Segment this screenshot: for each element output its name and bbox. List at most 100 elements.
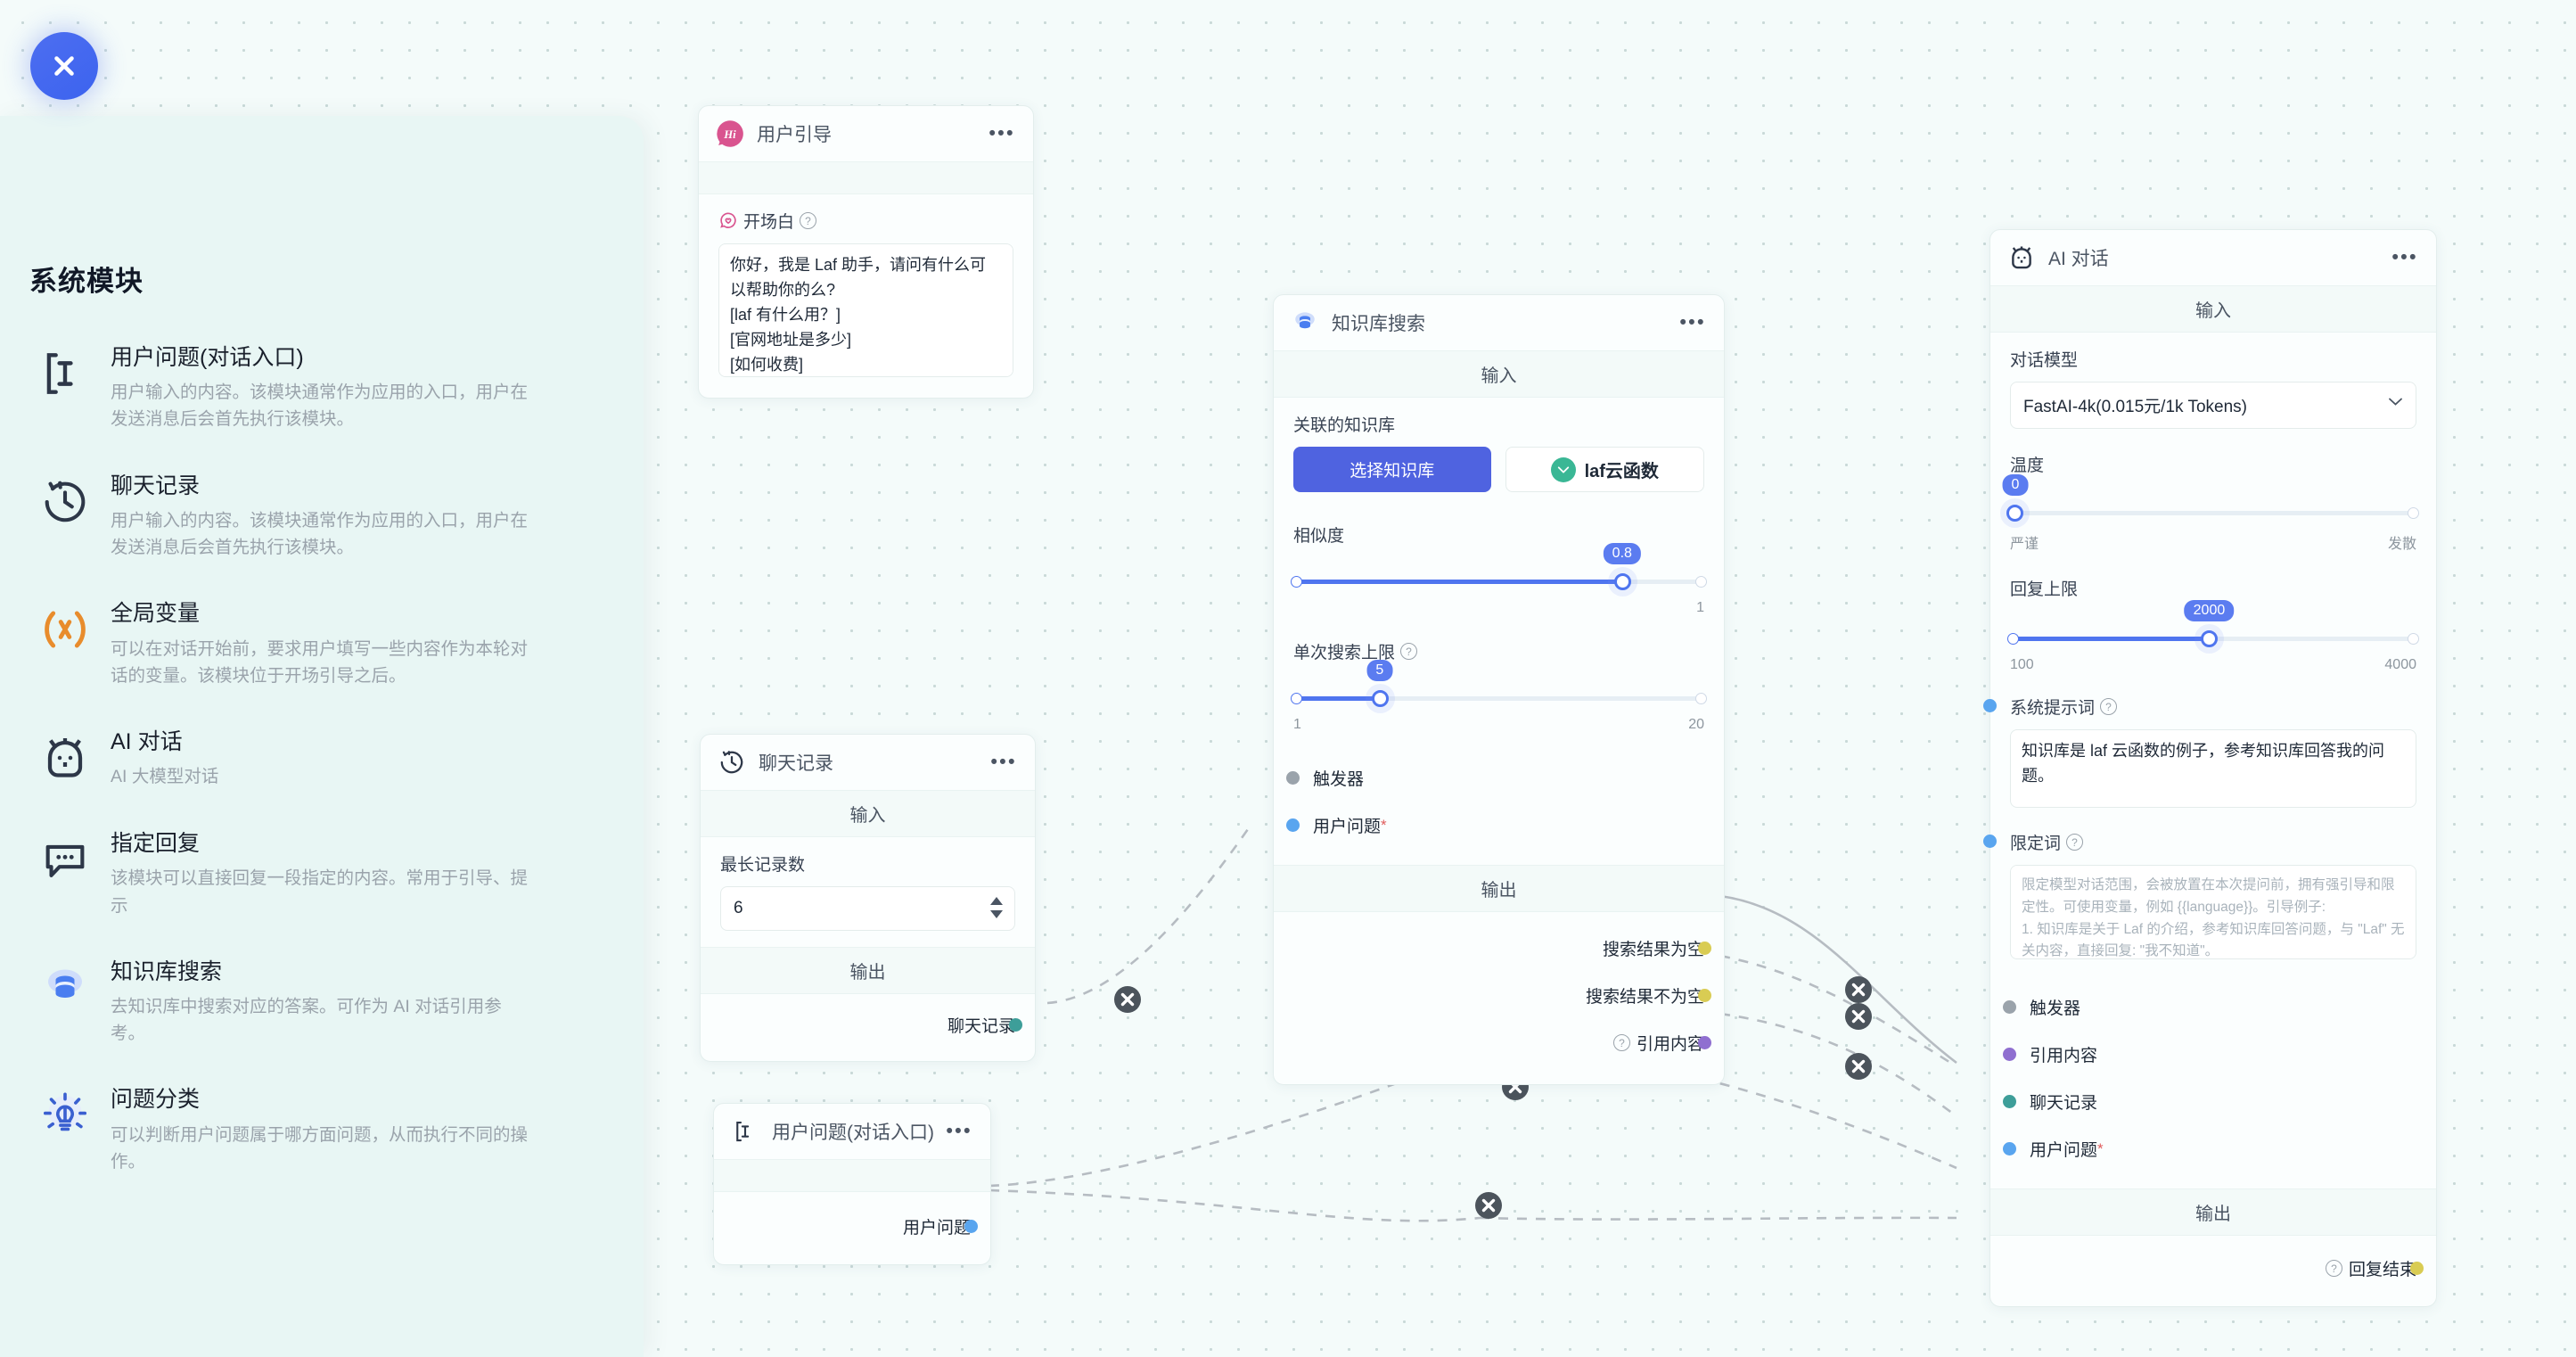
node-header: AI 对话 ••• xyxy=(1990,230,2436,285)
port-dot[interactable] xyxy=(1698,1036,1711,1049)
similarity-field: 相似度 0.8 1 xyxy=(1291,522,1707,616)
port-dot[interactable] xyxy=(1286,818,1300,832)
sidebar-item-chat-history[interactable]: 聊天记录 用户输入的内容。该模块通常作为应用的入口，用户在发送消息后会首先执行该… xyxy=(0,469,644,562)
slider-value-bubble: 0 xyxy=(2002,474,2029,496)
max-records-input[interactable]: 6 xyxy=(720,886,1015,931)
temperature-field: 温度 0 严谨 发散 xyxy=(2002,452,2419,553)
slider-knob[interactable] xyxy=(2201,630,2219,647)
input-port-chat-history[interactable]: 聊天记录 xyxy=(2003,1078,2416,1125)
model-select[interactable]: FastAI-4k(0.015元/1k Tokens) xyxy=(2010,382,2416,429)
port-dot[interactable] xyxy=(2003,1048,2016,1061)
slider-knob[interactable] xyxy=(1371,690,1389,707)
input-port-trigger[interactable]: 触发器 xyxy=(2003,983,2416,1031)
stepper-control[interactable] xyxy=(989,896,1004,919)
topk-slider[interactable]: 5 xyxy=(1291,660,1707,708)
hi-avatar-icon: Hi xyxy=(715,119,745,149)
output-section-label: 输出 xyxy=(701,947,1035,994)
max-tokens-slider[interactable]: 2000 xyxy=(2007,600,2419,648)
help-icon[interactable]: ? xyxy=(2100,698,2118,715)
sidebar-item-global-variable[interactable]: 全局变量 可以在对话开始前，要求用户填写一些内容作为本轮对话的变量。该模块位于开… xyxy=(0,596,644,689)
slider-knob[interactable] xyxy=(2006,505,2023,522)
temperature-slider[interactable]: 0 xyxy=(2002,474,2419,522)
output-port-empty-result[interactable]: 搜索结果为空 xyxy=(1293,925,1711,972)
slider-track xyxy=(2010,511,2416,515)
sidebar-item-kb-search[interactable]: 知识库搜索 去知识库中搜索对应的答案。可作为 AI 对话引用参考。 xyxy=(0,955,644,1048)
input-port-trigger[interactable]: 触发器 xyxy=(1286,754,1704,802)
system-prompt-label: 系统提示词 ? xyxy=(1983,695,2416,719)
node-chat-history[interactable]: 聊天记录 ••• 输入 最长记录数 6 输出 聊天记录 xyxy=(700,734,1036,1062)
chevron-down-icon[interactable] xyxy=(989,909,1004,919)
port-dot[interactable] xyxy=(2003,1000,2016,1014)
node-user-question[interactable]: 用户问题(对话入口) ••• 用户问题 xyxy=(713,1103,991,1265)
module-list: 用户问题(对话入口) 用户输入的内容。该模块通常作为应用的入口，用户在发送消息后… xyxy=(0,341,644,1211)
output-port-chat-history[interactable]: 聊天记录 xyxy=(720,1001,1022,1049)
port-dot[interactable] xyxy=(1698,942,1711,955)
similarity-slider[interactable]: 0.8 xyxy=(1291,543,1707,591)
slider-fill xyxy=(1293,580,1622,584)
help-icon[interactable]: ? xyxy=(2325,1260,2342,1277)
kb-selection-row: 选择知识库 laf云函数 xyxy=(1293,447,1704,492)
node-menu-button[interactable]: ••• xyxy=(990,752,1017,772)
sidebar-item-ai-chat[interactable]: AI 对话 AI 大模型对话 xyxy=(0,725,644,791)
slider-max-label: 4000 xyxy=(2384,657,2416,672)
node-user-guide[interactable]: Hi 用户引导 ••• 开场白 ? xyxy=(698,105,1034,399)
port-label: 触发器 xyxy=(1313,770,1365,789)
max-tokens-field: 回复上限 2000 100 4000 xyxy=(2007,576,2419,673)
module-name: 知识库搜索 xyxy=(111,958,223,984)
qualifier-textarea[interactable] xyxy=(2010,865,2416,959)
topk-label: 单次搜索上限 ? xyxy=(1293,639,1704,663)
slider-knob[interactable] xyxy=(1613,573,1631,590)
edge-delete-button xyxy=(1845,976,1872,1003)
port-dot[interactable] xyxy=(1983,699,1997,712)
port-dot[interactable] xyxy=(1698,989,1711,1002)
chevron-up-icon[interactable] xyxy=(989,896,1004,906)
max-tokens-label: 回复上限 xyxy=(2010,580,2079,599)
close-panel-button[interactable] xyxy=(30,32,98,100)
help-icon[interactable]: ? xyxy=(800,212,817,229)
output-port-nonempty-result[interactable]: 搜索结果不为空 xyxy=(1293,972,1711,1019)
node-ai-chat[interactable]: AI 对话 ••• 输入 对话模型 FastAI-4k(0.015元/1k To… xyxy=(1983,229,2437,1307)
system-prompt-label-text: 系统提示词 xyxy=(2010,699,2096,718)
help-icon[interactable]: ? xyxy=(1400,643,1418,660)
sidebar-item-specified-reply[interactable]: 指定回复 该模块可以直接回复一段指定的内容。常用于引导、提示 xyxy=(0,827,644,919)
output-port-user-question[interactable]: 用户问题 xyxy=(734,1203,978,1250)
port-dot[interactable] xyxy=(1286,771,1300,785)
kb-chip-laf[interactable]: laf云函数 xyxy=(1505,447,1704,492)
text-input-icon xyxy=(32,341,98,407)
slider-end-cap xyxy=(1695,693,1707,704)
opening-remark-textarea[interactable] xyxy=(718,243,1013,377)
chevron-down-icon[interactable] xyxy=(2388,395,2403,410)
slider-fill xyxy=(2010,637,2210,641)
input-port-quote-content[interactable]: 引用内容 xyxy=(2003,1031,2416,1078)
port-dot[interactable] xyxy=(2003,1095,2016,1108)
output-port-quote-content[interactable]: ? 引用内容 xyxy=(1293,1019,1711,1066)
module-name: AI 对话 xyxy=(111,729,183,755)
node-menu-button[interactable]: ••• xyxy=(2391,247,2418,267)
node-menu-button[interactable]: ••• xyxy=(946,1121,972,1141)
port-dot[interactable] xyxy=(2410,1262,2424,1275)
output-port-reply-done[interactable]: ? 回复结束 xyxy=(2010,1245,2424,1292)
port-dot[interactable] xyxy=(964,1220,978,1233)
module-name: 问题分类 xyxy=(111,1087,201,1113)
select-kb-button[interactable]: 选择知识库 xyxy=(1293,447,1491,492)
sidebar-item-user-question[interactable]: 用户问题(对话入口) 用户输入的内容。该模块通常作为应用的入口，用户在发送消息后… xyxy=(0,341,644,433)
qualifier-label-text: 限定词 xyxy=(2010,835,2062,853)
kb-output-ports: 搜索结果为空 搜索结果不为空 ? 引用内容 xyxy=(1274,912,1724,1084)
node-menu-button[interactable]: ••• xyxy=(989,123,1015,144)
port-dot[interactable] xyxy=(1009,1018,1022,1032)
port-dot[interactable] xyxy=(1983,835,1997,848)
node-menu-button[interactable]: ••• xyxy=(1679,312,1706,333)
module-desc: 可以在对话开始前，要求用户填写一些内容作为本轮对话的变量。该模块位于开场引导之后… xyxy=(111,638,529,686)
text-input-icon xyxy=(730,1116,760,1147)
slider-start-cap xyxy=(2007,633,2019,645)
ai-output-ports: ? 回复结束 xyxy=(1990,1236,2436,1306)
input-port-user-question[interactable]: 用户问题 * xyxy=(1286,802,1704,849)
node-kb-search[interactable]: 知识库搜索 ••• 输入 关联的知识库 选择知识库 laf云函数 相似度 xyxy=(1273,294,1725,1085)
help-icon[interactable]: ? xyxy=(1612,1034,1630,1051)
sidebar-item-question-classify[interactable]: 问题分类 可以判断用户问题属于哪方面问题，从而执行不同的操作。 xyxy=(0,1082,644,1175)
port-dot[interactable] xyxy=(2003,1142,2016,1156)
help-icon[interactable]: ? xyxy=(2066,834,2084,851)
system-prompt-textarea[interactable] xyxy=(2010,729,2416,808)
input-port-user-question[interactable]: 用户问题 * xyxy=(2003,1125,2416,1172)
